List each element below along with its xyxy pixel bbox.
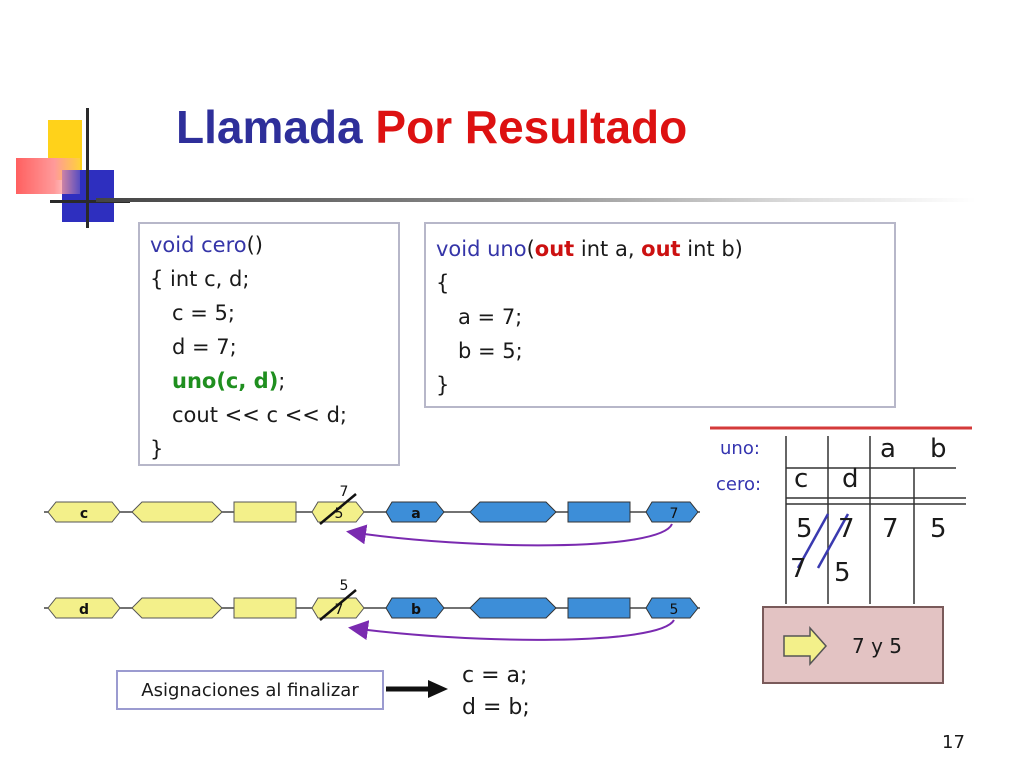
code-line: uno(c, d); (150, 364, 398, 398)
code-line: void uno(out int a, out int b) (436, 232, 894, 266)
title-part2: Por Resultado (375, 101, 688, 153)
strike-mark (319, 493, 357, 525)
node-c (47, 501, 121, 523)
value-d-new: 5 (834, 558, 851, 588)
code-box-cero: void cero() { int c, d; c = 5; d = 7; un… (138, 222, 400, 466)
code-line: b = 5; (458, 339, 523, 363)
value-cell-b (645, 597, 699, 619)
link-cell (131, 501, 223, 523)
arrow-right-icon (386, 680, 448, 698)
code-token: ; (278, 369, 286, 393)
pointer-cell (233, 501, 297, 523)
code-token: int a, (574, 237, 642, 261)
value-cell-d (311, 597, 365, 619)
code-token: void uno (436, 237, 527, 261)
pointer-cell (567, 501, 631, 523)
diagram-row-d: d 7 5 b 5 (44, 578, 700, 641)
value-cell-c (311, 501, 365, 523)
node-d-label: d (79, 602, 89, 618)
value-cell-d-text: 7 (335, 602, 344, 618)
output-text: 7 y 5 (852, 634, 902, 658)
code-line: void cero() (150, 228, 398, 262)
strike-mark (796, 513, 830, 569)
pointer-cell (233, 597, 297, 619)
assignments-code: c = a; d = b; (462, 660, 530, 724)
assign-line: c = a; (462, 663, 528, 688)
code-line: c = 5; (172, 301, 235, 325)
new-value-d: 5 (340, 578, 349, 594)
col-b-header: b (930, 434, 947, 464)
cero-label: cero: (716, 474, 762, 495)
col-d-header: d (842, 464, 859, 494)
new-value-c: 7 (340, 484, 349, 500)
assignments-label: Asignaciones al finalizar (116, 670, 384, 710)
col-c-header: c (794, 464, 809, 494)
code-line: a = 7; (458, 305, 523, 329)
title-rule (96, 198, 976, 202)
copy-back-arrow (346, 523, 673, 547)
title-part1: Llamada (176, 101, 363, 153)
code-token: int b) (680, 237, 743, 261)
strike-mark (816, 513, 850, 569)
value-d-old: 7 (838, 514, 855, 544)
link-cell (131, 597, 223, 619)
value-cell-a-text: 7 (670, 506, 679, 522)
slide-title: Llamada Por Resultado (176, 100, 687, 154)
logo-vertical-line (86, 108, 89, 228)
code-token: void cero (150, 233, 247, 257)
value-c-old: 5 (796, 514, 813, 544)
assign-line: d = b; (462, 695, 530, 720)
node-b (385, 597, 445, 619)
value-c-new: 7 (790, 554, 807, 584)
strike-mark (319, 589, 357, 621)
col-a-header: a (880, 434, 896, 464)
link-cell (469, 501, 557, 523)
uno-label: uno: (720, 438, 760, 459)
code-token: () (246, 233, 263, 257)
pointer-cell (567, 597, 631, 619)
call-uno: uno(c, d) (172, 369, 279, 393)
code-token: ( (526, 237, 535, 261)
code-box-uno: void uno(out int a, out int b) { a = 7; … (424, 222, 896, 408)
copy-back-arrow (348, 619, 675, 641)
code-line: cout << c << d; (172, 403, 347, 427)
value-a: 7 (882, 514, 899, 544)
stack-table (710, 426, 972, 604)
logo-red-bar (16, 158, 80, 194)
value-cell-c-text: 5 (335, 506, 344, 522)
code-line: } (150, 437, 164, 461)
code-line: { (436, 271, 450, 295)
assignments-label-text: Asignaciones al finalizar (141, 679, 359, 701)
code-line: { int c, d; (150, 267, 250, 291)
diagram-row-c: c 5 7 a 7 (44, 484, 700, 547)
value-cell-a (645, 501, 699, 523)
link-cell (469, 597, 557, 619)
arrow-right-icon (783, 626, 828, 666)
parameter-diagram: c 5 7 a 7 d 7 5 b 5 (44, 484, 700, 641)
node-d (47, 597, 121, 619)
value-b: 5 (930, 514, 947, 544)
node-c-label: c (80, 506, 88, 522)
value-cell-b-text: 5 (670, 602, 679, 618)
node-a-label: a (411, 506, 420, 522)
logo-horizontal-line (50, 200, 130, 203)
page-number: 17 (942, 732, 965, 753)
code-line: } (436, 373, 450, 397)
out-keyword: out (641, 237, 681, 261)
out-keyword: out (534, 237, 575, 261)
node-a (385, 501, 445, 523)
node-b-label: b (411, 602, 421, 618)
code-line: d = 7; (172, 335, 237, 359)
